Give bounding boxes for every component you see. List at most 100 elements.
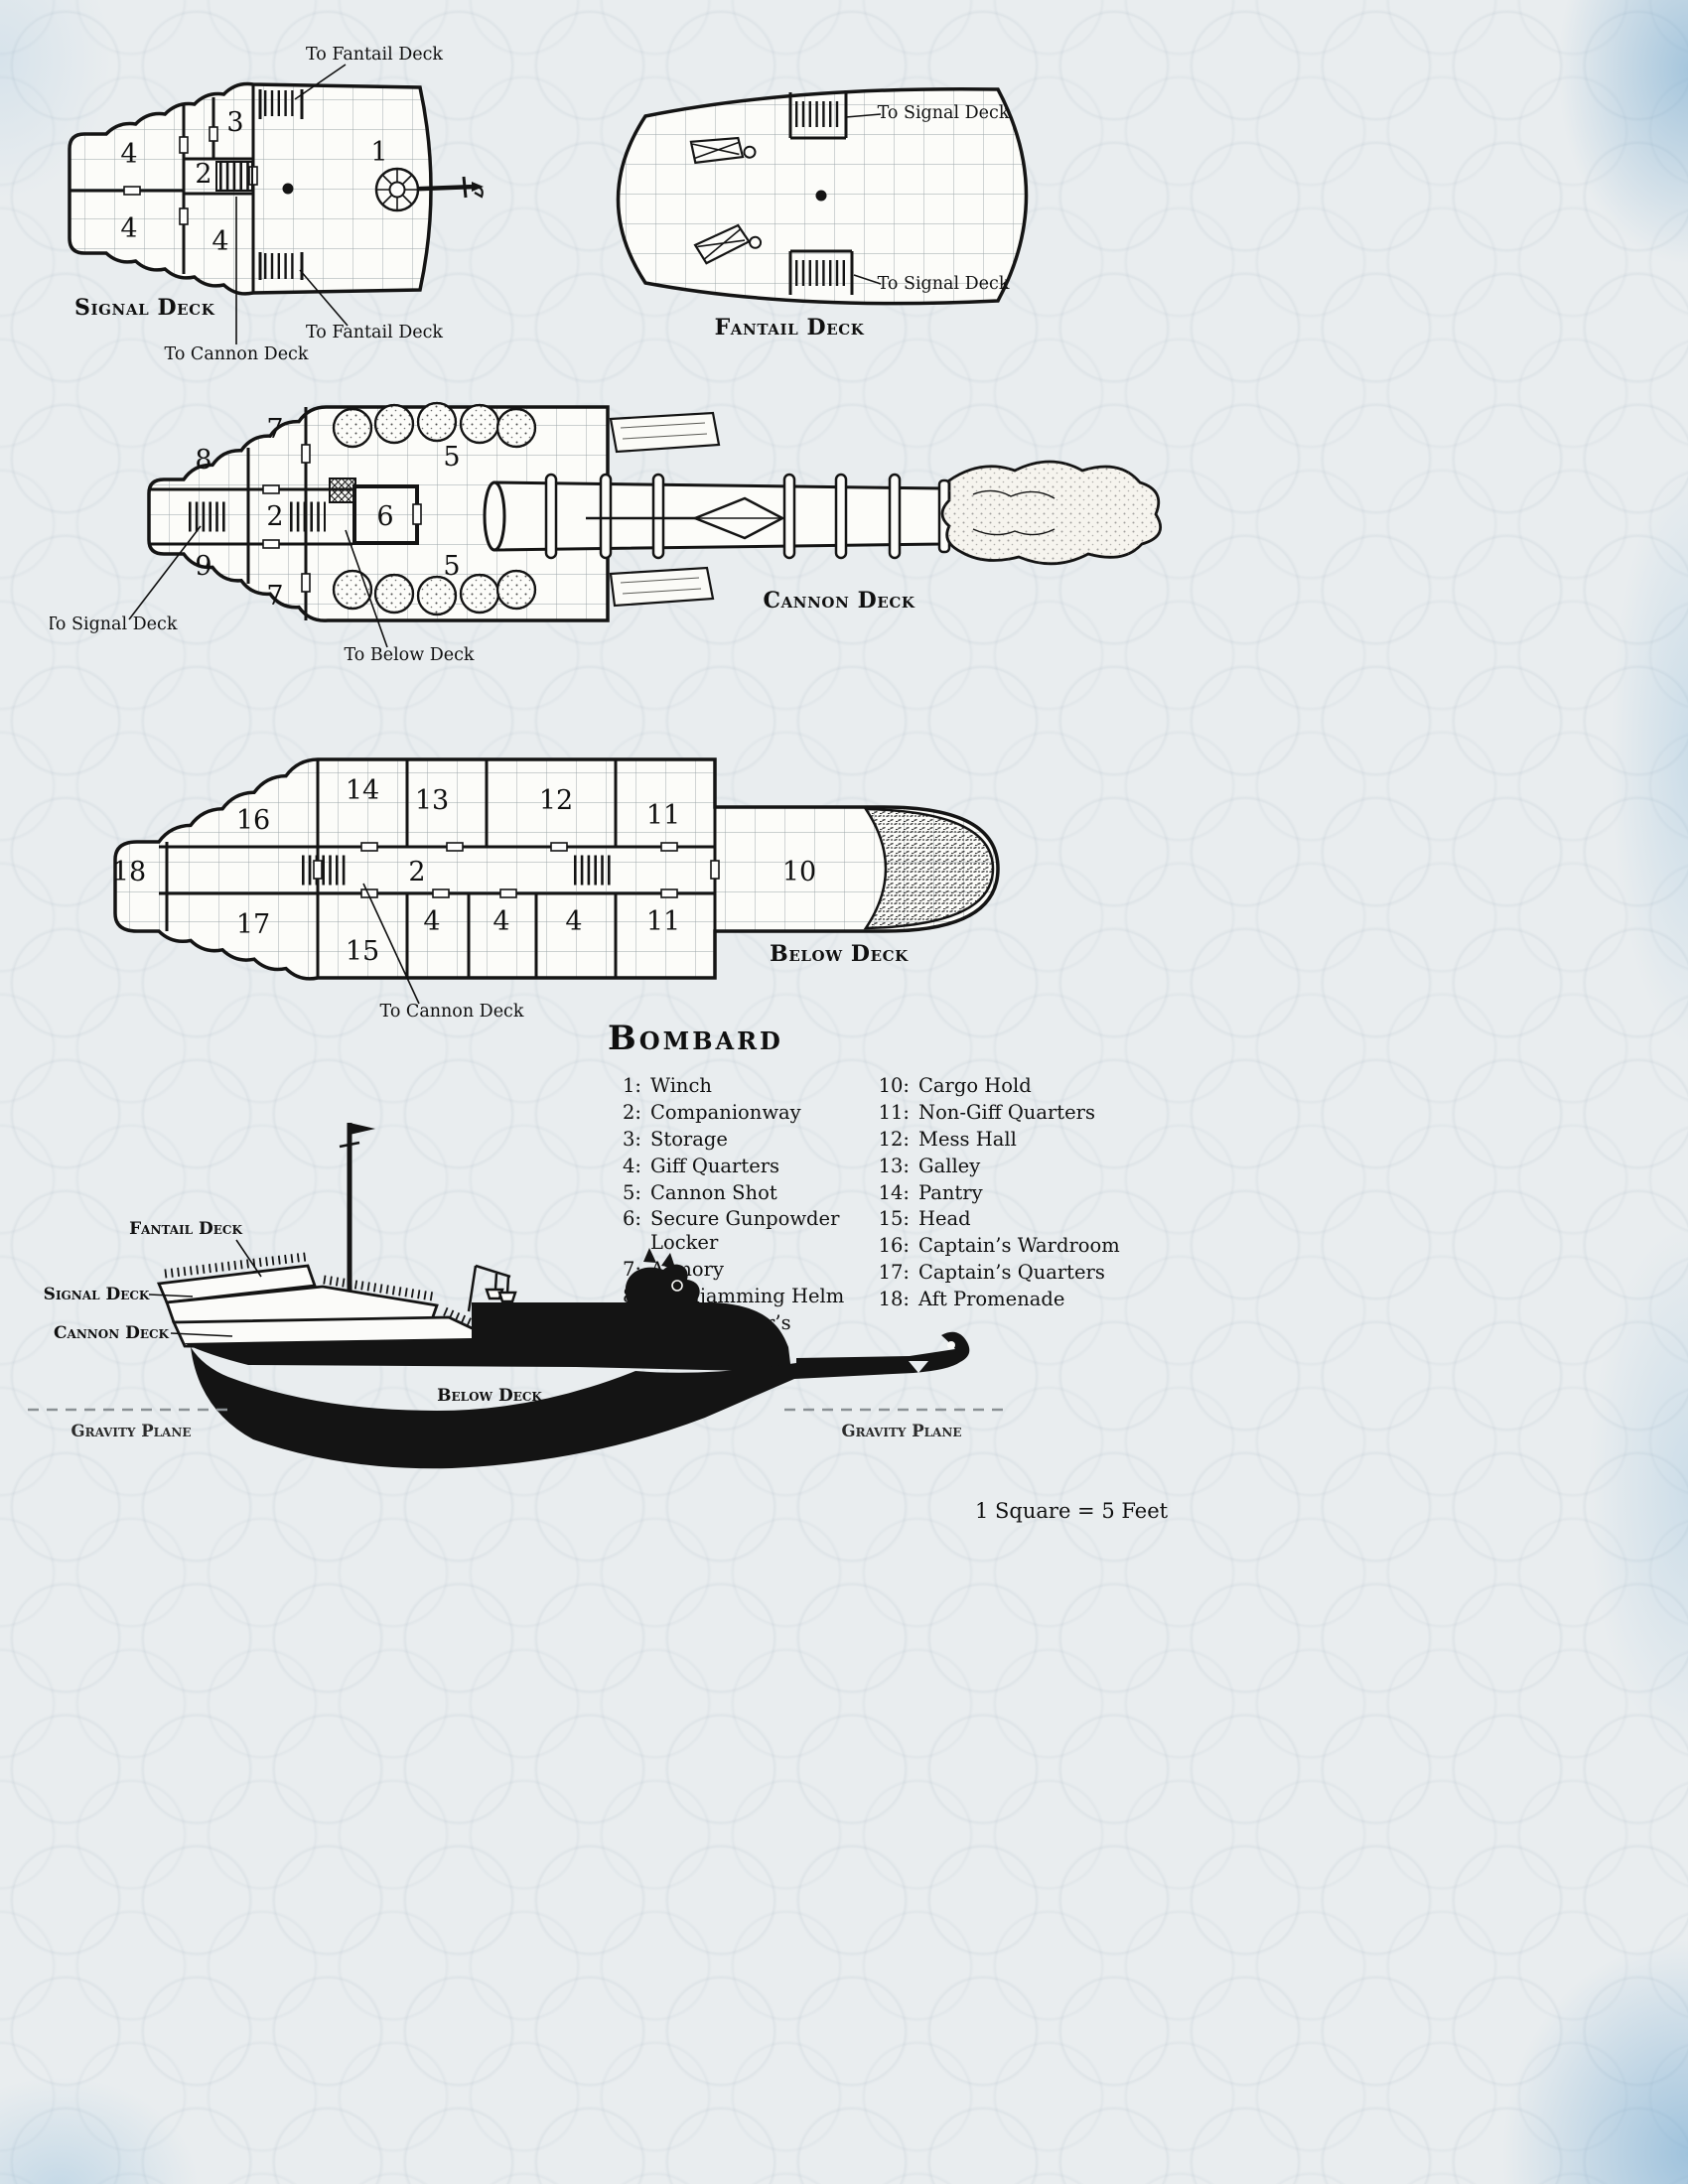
room-label: 9 bbox=[195, 551, 211, 582]
door-icon bbox=[179, 136, 189, 154]
room-label: 10 bbox=[782, 857, 816, 887]
leader-line bbox=[294, 64, 347, 100]
annotation-to-cannon: To Cannon Deck bbox=[165, 344, 309, 364]
door-icon bbox=[446, 842, 464, 852]
door-icon bbox=[432, 888, 450, 898]
legend-item: 10:Cargo Hold bbox=[876, 1074, 1120, 1097]
stairwell-walls bbox=[258, 252, 304, 280]
legend-label: Mess Hall bbox=[918, 1127, 1017, 1151]
fantail-deck-title: Fantail Deck bbox=[715, 315, 865, 341]
door-icon bbox=[710, 860, 720, 880]
legend-label: Pantry bbox=[918, 1180, 983, 1204]
room-label: 3 bbox=[226, 107, 243, 138]
ladder-frame bbox=[215, 161, 253, 192]
legend-label: Captain’s Wardroom bbox=[918, 1234, 1120, 1258]
legend-number: 15: bbox=[878, 1207, 910, 1231]
legend-number: 3: bbox=[623, 1127, 641, 1151]
signal-deck-plan: To Fantail Deck To Fantail Deck To Canno… bbox=[55, 40, 492, 376]
legend-number: 18: bbox=[878, 1288, 910, 1311]
legend-number: 16: bbox=[878, 1234, 910, 1258]
room-label: 4 bbox=[492, 906, 509, 937]
legend-label: Aft Promenade bbox=[918, 1288, 1065, 1311]
legend-item: 17:Captain’s Quarters bbox=[876, 1261, 1120, 1284]
leader-line bbox=[853, 274, 882, 285]
legend-number: 1: bbox=[623, 1074, 641, 1097]
legend-label: Captain’s Quarters bbox=[918, 1261, 1105, 1285]
door-icon bbox=[209, 126, 218, 142]
door-icon bbox=[660, 842, 678, 852]
room-label: 5 bbox=[443, 442, 460, 473]
door-icon bbox=[123, 186, 141, 196]
serpent-figurehead bbox=[625, 1248, 700, 1302]
room-label: 7 bbox=[266, 581, 283, 612]
annotation-to-fantail-bottom: To Fantail Deck bbox=[306, 323, 443, 342]
room-label: 2 bbox=[408, 857, 425, 887]
support-beam bbox=[609, 411, 721, 454]
door-icon bbox=[313, 860, 323, 880]
door-icon bbox=[301, 444, 311, 464]
room-label: 2 bbox=[266, 501, 283, 532]
davit-icon bbox=[689, 136, 757, 165]
leader-line bbox=[345, 529, 388, 648]
legend-label: Non-Giff Quarters bbox=[918, 1100, 1096, 1124]
legend-item: 15:Head bbox=[876, 1207, 1120, 1230]
annotation-to-fantail-top: To Fantail Deck bbox=[306, 45, 443, 65]
room-label: 6 bbox=[376, 501, 393, 532]
room-label: 5 bbox=[443, 551, 460, 582]
room-label: 13 bbox=[415, 785, 449, 816]
below-deck-hull bbox=[113, 757, 1000, 981]
door-icon bbox=[412, 503, 422, 525]
ram-curl bbox=[947, 1341, 955, 1349]
legend-label: Secure Gunpowder Locker bbox=[650, 1207, 840, 1254]
gravity-plane-label-right: Gravity Plane bbox=[842, 1422, 962, 1440]
door-icon bbox=[550, 842, 568, 852]
legend-label: Winch bbox=[650, 1074, 712, 1097]
door-icon bbox=[262, 484, 280, 494]
legend-label: Galley bbox=[918, 1154, 981, 1177]
stairwell-walls bbox=[788, 249, 854, 295]
railing bbox=[164, 1252, 307, 1279]
ship-silhouette-keel bbox=[191, 1331, 970, 1469]
room-label: 4 bbox=[423, 906, 440, 937]
davit-icon bbox=[693, 223, 763, 265]
aft-castle bbox=[156, 1252, 488, 1352]
legend-item: 11: Non-Giff Quarters bbox=[876, 1101, 1120, 1124]
signal-deck-hull bbox=[68, 81, 433, 296]
leader-line bbox=[128, 525, 202, 620]
leader-line bbox=[235, 1239, 262, 1278]
legend-label: Cargo Hold bbox=[918, 1074, 1032, 1097]
legend-number: 5: bbox=[623, 1180, 641, 1204]
legend-number: 4: bbox=[623, 1154, 641, 1177]
annotation-to-cannon: To Cannon Deck bbox=[380, 1002, 524, 1022]
legend-number: 14: bbox=[878, 1180, 910, 1204]
room-label: 11 bbox=[646, 906, 680, 937]
scale-note: 1 Square = 5 Feet bbox=[975, 1499, 1169, 1523]
legend-label: Cannon Shot bbox=[650, 1180, 777, 1204]
legend-number: 6: bbox=[623, 1207, 641, 1231]
leader-line bbox=[148, 1294, 194, 1297]
cannonballs bbox=[332, 401, 537, 616]
stairwell-walls bbox=[788, 90, 848, 140]
leader-line bbox=[845, 113, 882, 118]
mast-position-dot bbox=[282, 183, 294, 195]
legend-label: Storage bbox=[650, 1127, 728, 1151]
room-label: 4 bbox=[211, 226, 228, 257]
legend-label: Giff Quarters bbox=[650, 1154, 780, 1177]
side-label-below: Below Deck bbox=[437, 1386, 542, 1406]
room-label: 15 bbox=[346, 936, 379, 967]
support-beam bbox=[609, 566, 715, 608]
room-label: 4 bbox=[120, 139, 137, 170]
cannon-barrel bbox=[483, 473, 951, 560]
door-icon bbox=[660, 888, 678, 898]
legend-item: 6: Secure Gunpowder Locker bbox=[608, 1207, 868, 1254]
mast-position-dot bbox=[815, 190, 827, 202]
door-icon bbox=[499, 888, 517, 898]
legend-number: 11: bbox=[878, 1100, 910, 1124]
legend-item: 3: Storage bbox=[608, 1128, 868, 1151]
leader-line bbox=[299, 269, 349, 327]
room-label: 12 bbox=[539, 785, 573, 816]
signal-deck-title: Signal Deck bbox=[74, 295, 215, 321]
ram-notch bbox=[909, 1361, 928, 1373]
below-deck-title: Below Deck bbox=[770, 941, 909, 967]
annotation-to-signal: To Signal Deck bbox=[50, 614, 178, 634]
